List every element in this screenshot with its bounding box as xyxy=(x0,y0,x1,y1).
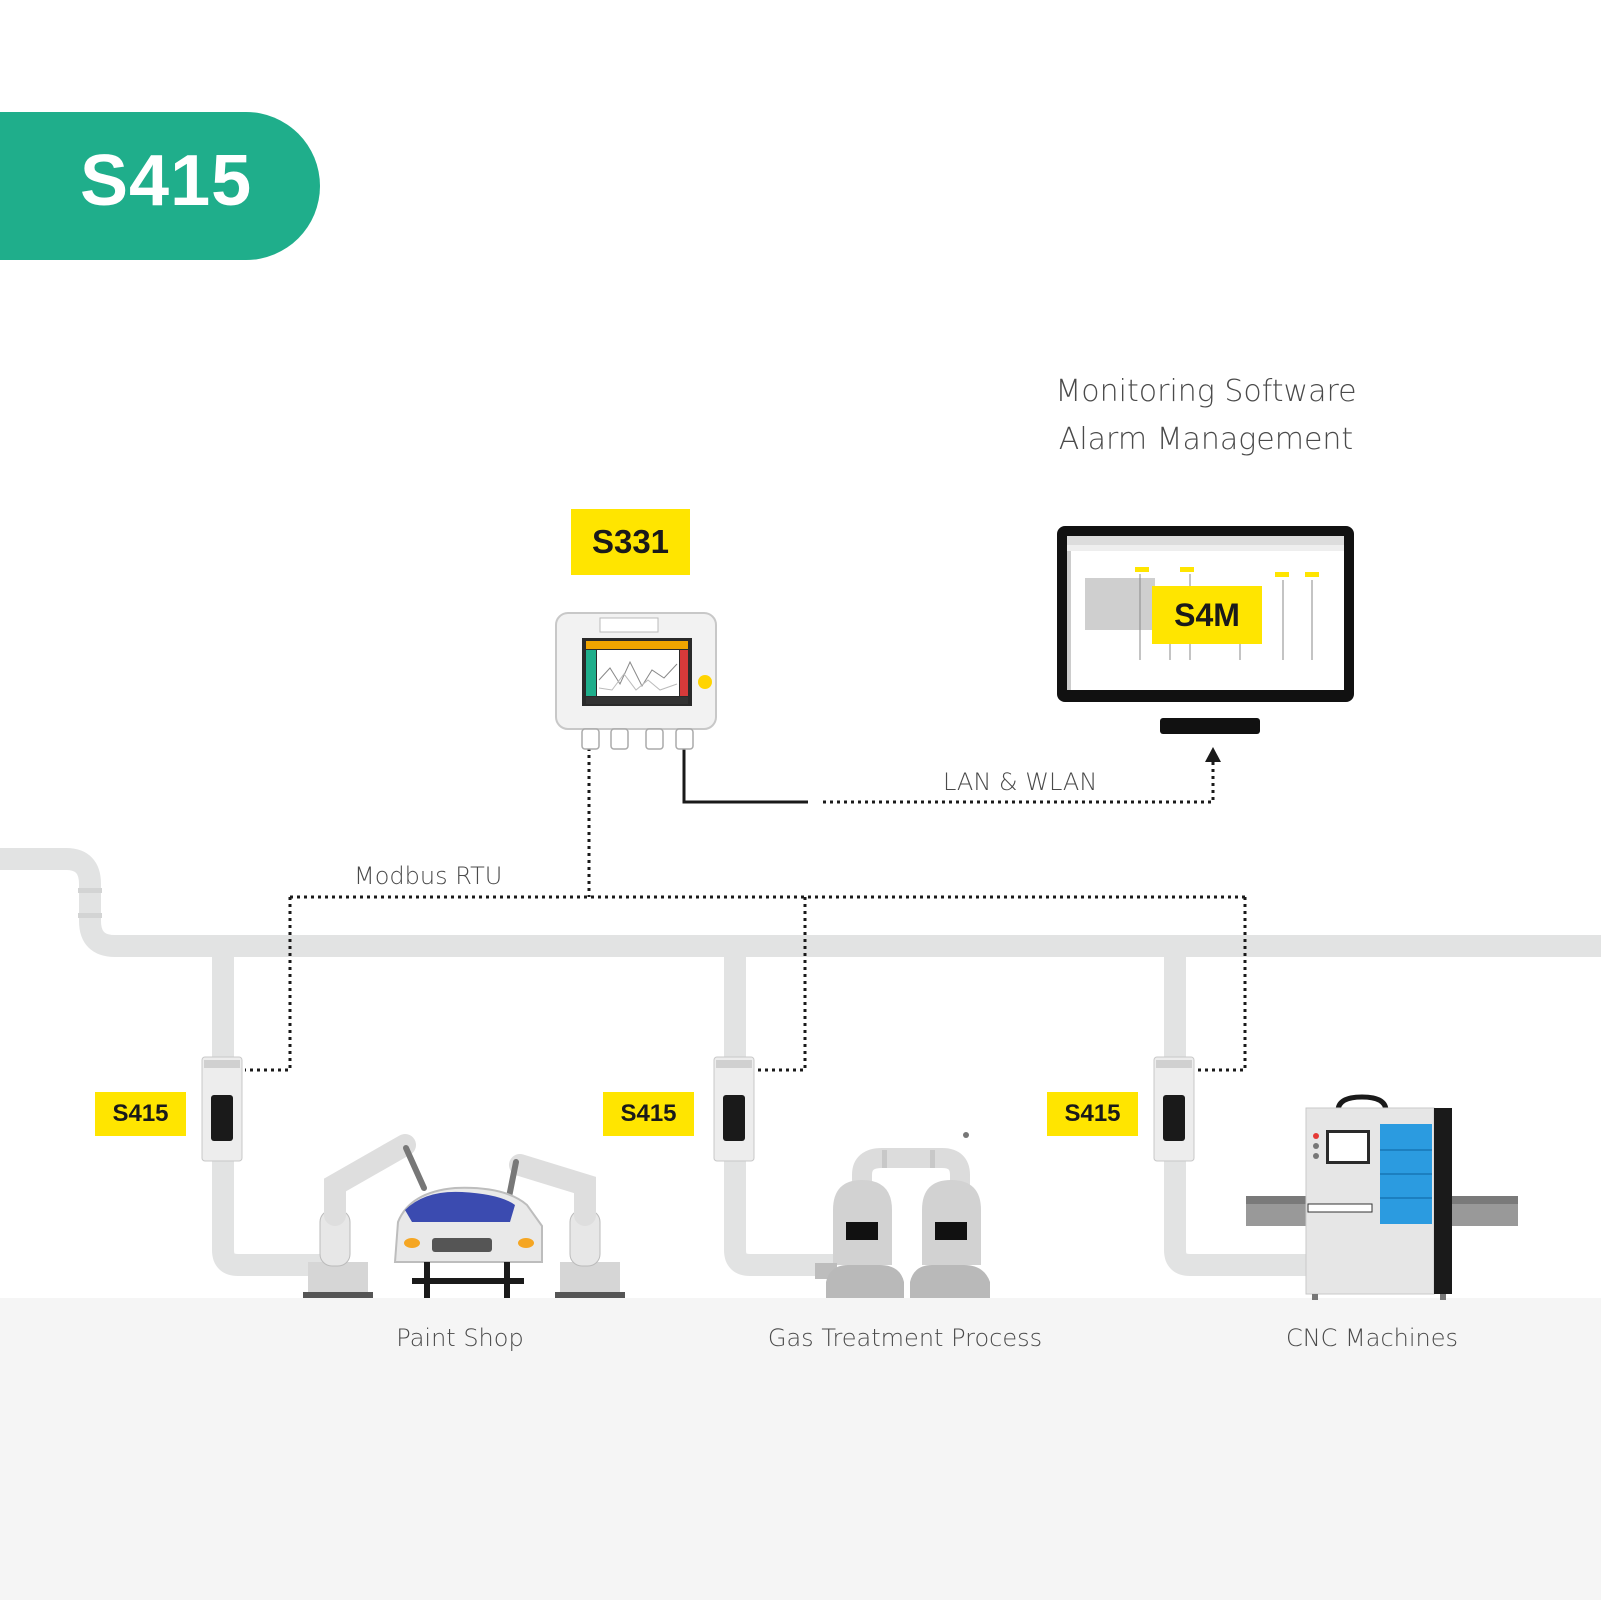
s331-device xyxy=(555,612,717,750)
page-title: S415 xyxy=(80,141,253,221)
gas-treatment-illustration xyxy=(815,1132,990,1298)
s415-sensor-1 xyxy=(201,1056,243,1162)
main-air-pipe xyxy=(0,848,1601,1276)
application-label-paint-shop: Paint Shop xyxy=(396,1324,524,1352)
software-caption-line-2: Alarm Management xyxy=(1058,422,1354,457)
cnc-machine-illustration xyxy=(1246,1094,1518,1300)
modbus-link-label: Modbus RTU xyxy=(354,862,503,890)
sensor-label-3: S415 xyxy=(1047,1092,1138,1136)
network-arrowhead xyxy=(1205,747,1221,762)
s415-sensor-3 xyxy=(1153,1056,1195,1162)
sensor-label-2: S415 xyxy=(603,1092,694,1136)
modbus-wiring xyxy=(245,748,1247,1072)
sensor-label-1: S415 xyxy=(95,1092,186,1136)
s415-sensor-2 xyxy=(713,1056,755,1162)
application-label-gas-treatment: Gas Treatment Process xyxy=(767,1324,1043,1352)
software-label: S4M xyxy=(1152,586,1262,644)
hub-label: S331 xyxy=(571,509,690,575)
title-banner xyxy=(0,112,320,260)
paint-shop-illustration xyxy=(303,1134,625,1298)
application-label-cnc: CNC Machines xyxy=(1285,1324,1459,1352)
floor xyxy=(0,1298,1601,1600)
network-link-label: LAN & WLAN xyxy=(943,768,1098,796)
pipe-fittings xyxy=(78,888,102,918)
network-wiring xyxy=(682,748,1215,804)
software-caption-line-1: Monitoring Software xyxy=(1055,374,1357,409)
